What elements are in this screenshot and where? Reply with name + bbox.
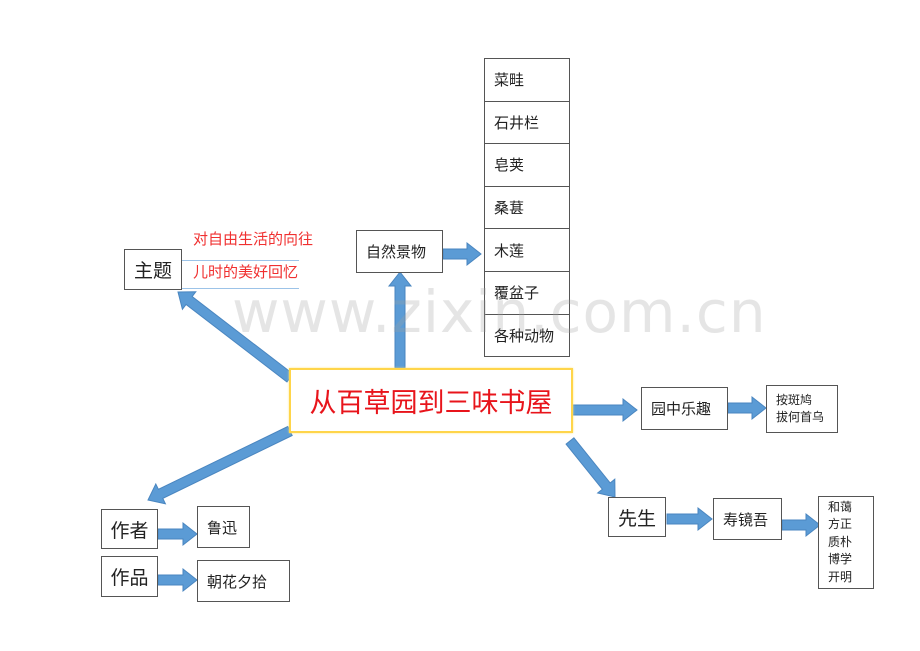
divider [182,260,299,261]
garden-fun-node: 园中乐趣 [641,387,728,430]
nature-item: 菜畦 [484,58,570,102]
author-node: 作者 [101,509,158,549]
arrow-to-theme [177,291,294,383]
garden-item: 拔何首乌 [776,410,825,424]
theme-item-2: 儿时的美好回忆 [193,263,299,281]
nature-item: 皂荚 [484,143,570,187]
theme-node: 主题 [124,249,182,290]
watermark: www.zixin.com.cn [232,278,767,346]
arrow-to-teacher [565,437,616,498]
trait: 质朴 [828,534,853,549]
arrow-to-work-value [157,567,198,593]
garden-fun-list: 按斑鸠 拔何首乌 [766,385,838,433]
arrow-to-traits [781,512,821,538]
teacher-traits: 和蔼 方正 质朴 博学 开明 [818,496,874,589]
garden-item: 按斑鸠 [776,392,813,407]
teacher-node: 先生 [608,497,666,537]
nature-item: 各种动物 [484,313,570,358]
nature-item: 石井栏 [484,100,570,145]
arrow-to-teacher-name [666,506,713,532]
trait: 博学 [828,552,853,567]
divider [182,288,299,289]
trait: 方正 [828,517,853,532]
work-node: 作品 [101,556,158,597]
theme-item-1: 对自由生活的向往 [193,230,314,248]
arrow-to-author-value [157,521,198,547]
arrow-to-garden-list [727,395,767,421]
teacher-name: 寿镜吾 [713,498,782,540]
nature-item: 桑葚 [484,185,570,230]
nature-item: 覆盆子 [484,271,570,315]
author-value: 鲁迅 [197,506,250,548]
trait: 开明 [828,569,853,584]
arrow-to-author [147,425,293,505]
work-value: 朝花夕拾 [197,560,290,602]
central-topic: 从百草园到三味书屋 [289,368,573,433]
nature-item: 木莲 [484,228,570,272]
trait: 和蔼 [828,499,853,514]
arrow-to-garden [571,397,638,423]
arrow-to-nature-list [442,241,482,267]
nature-node: 自然景物 [356,230,443,273]
arrow-to-nature [387,271,413,369]
